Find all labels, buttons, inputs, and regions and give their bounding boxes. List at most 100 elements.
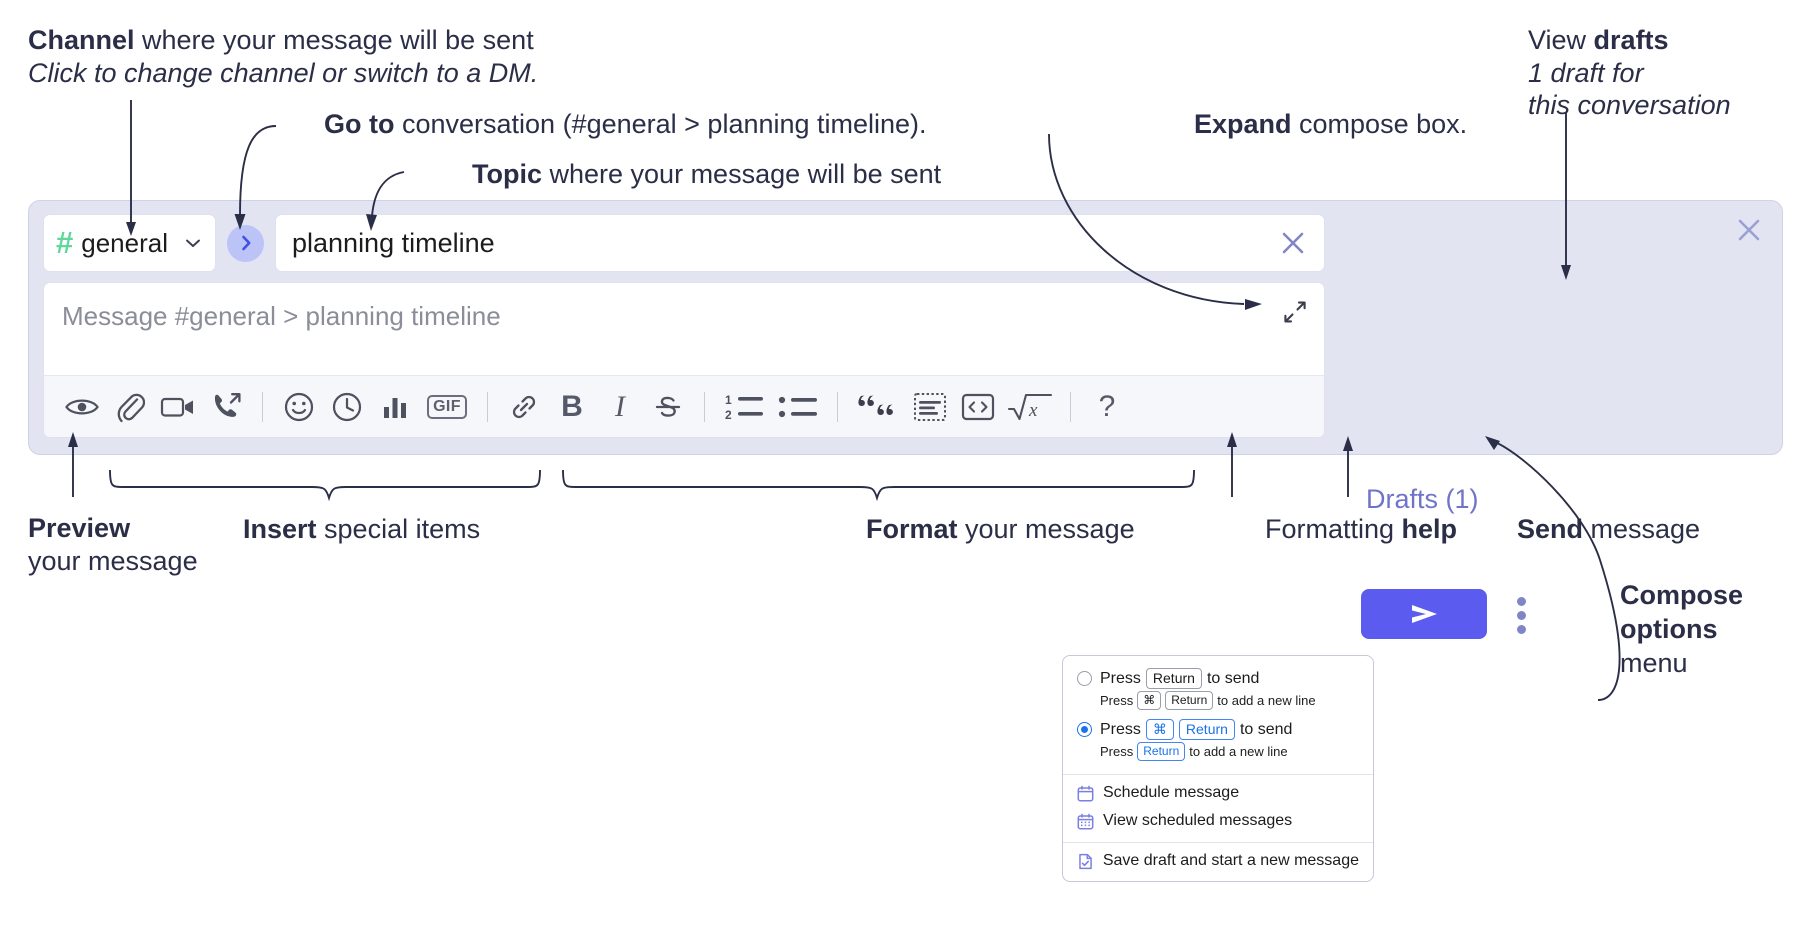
menu-divider — [1063, 774, 1373, 775]
message-placeholder: Message #general > planning timeline — [62, 301, 501, 331]
bold-label: B — [561, 389, 583, 423]
formatting-toolbar: GIF B I — [44, 375, 1324, 437]
annotation-preview-line2: your message — [28, 546, 198, 576]
annotation-goto: Go to conversation (#general > planning … — [324, 106, 927, 143]
hint-post: to add a new line — [1189, 744, 1288, 759]
key-return: Return — [1137, 742, 1186, 761]
annotation-format-rest: your message — [957, 514, 1135, 544]
italic-label: I — [615, 389, 625, 423]
send-option-return[interactable]: Press Return to send — [1063, 665, 1373, 690]
key-command: ⌘ — [1137, 691, 1162, 710]
menu-divider — [1063, 842, 1373, 843]
annotation-drafts-sub1: 1 draft for — [1528, 58, 1644, 88]
option-cmd-post: to send — [1239, 720, 1293, 738]
annotation-expand: Expand compose box. — [1194, 106, 1467, 143]
drafts-link[interactable]: Drafts (1) — [1366, 484, 1479, 514]
radio-unselected[interactable] — [1077, 671, 1092, 686]
send-option-return-label: Press Return to send — [1100, 668, 1259, 689]
annotation-insert-rest: special items — [316, 514, 481, 544]
send-option-cmd-return[interactable]: Press ⌘ Return to send — [1063, 716, 1373, 741]
send-option-return-hint: Press ⌘ Return to add a new line — [1063, 690, 1373, 716]
message-input[interactable]: Message #general > planning timeline — [44, 283, 1324, 375]
key-return: Return — [1165, 691, 1214, 710]
annotation-preview-bold: Preview — [28, 513, 131, 543]
gif-icon[interactable]: GIF — [419, 383, 475, 431]
compose-header-row: # general planning timeline — [43, 214, 1325, 272]
link-icon[interactable] — [500, 383, 548, 431]
close-icon[interactable] — [1734, 215, 1764, 245]
help-icon[interactable]: ? — [1083, 383, 1131, 431]
expand-icon[interactable] — [1281, 298, 1309, 326]
option-return-pre: Press — [1100, 669, 1141, 687]
toolbar-separator — [837, 391, 838, 422]
save-draft-icon — [1079, 853, 1092, 869]
annotation-send-bold: Send — [1517, 514, 1584, 544]
channel-selector[interactable]: # general — [43, 214, 216, 272]
close-icon[interactable] — [1276, 226, 1310, 260]
gif-label: GIF — [427, 394, 467, 419]
bulleted-list-icon[interactable] — [771, 383, 825, 431]
ordered-list-icon[interactable]: 1 2 — [717, 383, 771, 431]
poll-icon[interactable] — [371, 383, 419, 431]
key-return: Return — [1145, 668, 1202, 689]
code-block-icon[interactable] — [906, 383, 954, 431]
calendar-icon — [1077, 785, 1094, 801]
annotation-help-bold: help — [1401, 514, 1458, 544]
kebab-menu-icon — [1516, 610, 1526, 620]
annotation-channel-bold: Channel — [28, 25, 135, 55]
send-option-cmd-return-hint: Press Return to add a new line — [1063, 741, 1373, 767]
chevron-right-icon — [241, 235, 250, 251]
send-button[interactable] — [1361, 589, 1487, 639]
annotation-compose-options: Compose options menu — [1620, 578, 1743, 680]
annotation-topic-bold: Topic — [472, 159, 542, 189]
radio-selected[interactable] — [1077, 722, 1092, 737]
attachment-icon[interactable] — [106, 383, 154, 431]
message-box: Message #general > planning timeline — [43, 282, 1325, 438]
toolbar-separator — [1070, 391, 1071, 422]
annotation-help-lead: Formatting — [1265, 514, 1402, 544]
annotation-drafts-bold: drafts — [1593, 25, 1669, 55]
annotation-insert: Insert special items — [243, 511, 480, 548]
topic-field[interactable]: planning timeline — [275, 214, 1325, 272]
menu-item-view-scheduled[interactable]: View scheduled messages — [1063, 807, 1373, 835]
clock-icon[interactable] — [323, 383, 371, 431]
menu-item-schedule-message[interactable]: Schedule message — [1063, 779, 1373, 807]
option-return-post: to send — [1206, 669, 1260, 687]
annotation-drafts-lead: View — [1528, 25, 1594, 55]
annotation-compose-options-line3: menu — [1620, 648, 1688, 678]
annotation-compose-options-line2: options — [1620, 614, 1718, 644]
preview-icon[interactable] — [58, 383, 106, 431]
math-icon[interactable]: x — [1002, 383, 1058, 431]
send-icon — [1412, 605, 1437, 623]
toolbar-separator — [487, 391, 488, 422]
hint-pre: Press — [1100, 744, 1134, 759]
compose-panel: # general planning timeline M — [28, 200, 1783, 639]
toolbar-separator — [262, 391, 263, 422]
annotation-drafts-sub2: this conversation — [1528, 90, 1731, 120]
strikethrough-icon[interactable] — [644, 383, 692, 431]
annotation-goto-rest: conversation (#general > planning timeli… — [394, 109, 927, 139]
video-camera-icon[interactable] — [154, 383, 202, 431]
annotation-expand-bold: Expand — [1194, 109, 1292, 139]
italic-icon[interactable]: I — [596, 383, 644, 431]
annotation-help: Formatting help — [1265, 511, 1457, 548]
annotation-send-rest: message — [1583, 514, 1701, 544]
menu-item-save-draft[interactable]: Save draft and start a new message — [1063, 847, 1373, 875]
key-return: Return — [1178, 719, 1235, 740]
phone-forward-icon[interactable] — [202, 383, 250, 431]
menu-item-label: Save draft and start a new message — [1102, 852, 1359, 869]
blockquote-icon[interactable] — [850, 383, 906, 431]
annotation-topic-rest: where your message will be sent — [542, 159, 942, 189]
annotation-goto-bold: Go to — [324, 109, 395, 139]
svg-text:2: 2 — [725, 408, 732, 422]
bold-icon[interactable]: B — [548, 383, 596, 431]
help-label: ? — [1098, 389, 1116, 423]
annotation-format-bold: Format — [866, 514, 958, 544]
compose-options-button[interactable] — [1506, 591, 1536, 639]
compose-options-menu: Press Return to send Press ⌘ Return to a… — [1062, 655, 1374, 882]
code-icon[interactable] — [954, 383, 1002, 431]
goto-conversation-button[interactable] — [227, 224, 264, 262]
annotation-topic: Topic where your message will be sent — [472, 156, 941, 193]
annotation-format: Format your message — [866, 511, 1135, 548]
emoji-icon[interactable] — [275, 383, 323, 431]
